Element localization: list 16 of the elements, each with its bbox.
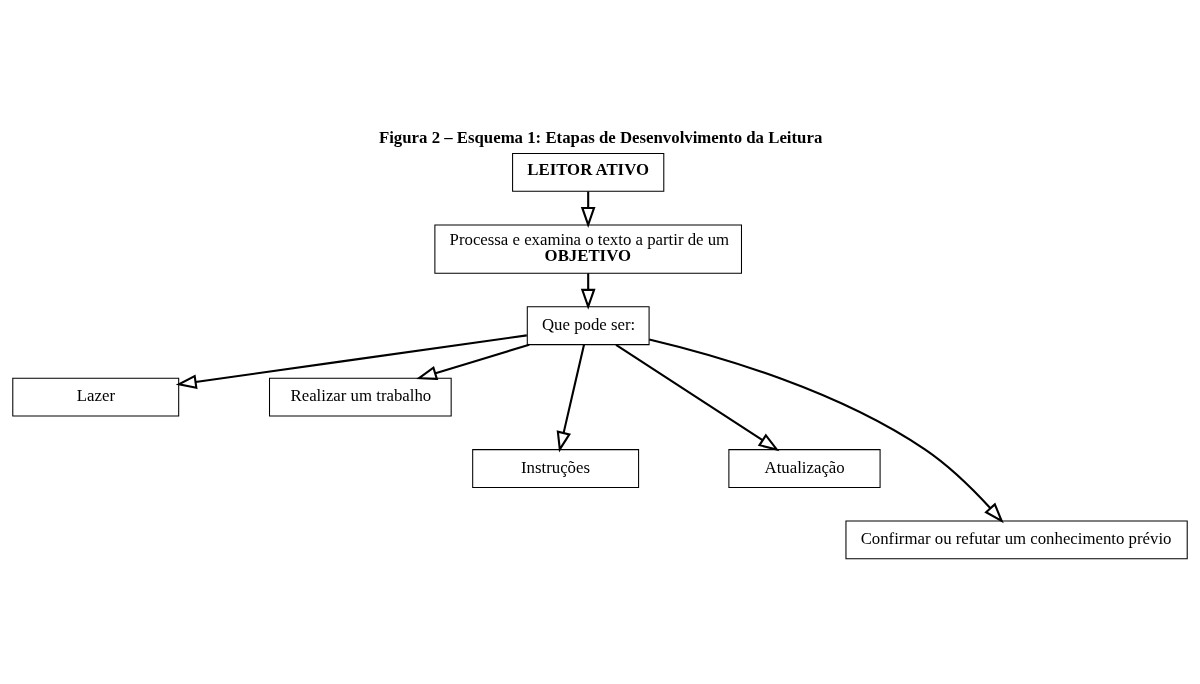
node-box: Atualização: [728, 448, 881, 488]
node-box: Que pode ser:: [526, 305, 650, 345]
arrow: [580, 191, 596, 228]
arrow: [649, 337, 1004, 523]
node-box: Processa e examina o texto a partir de um OBJETIVO: [434, 223, 742, 274]
node-box: Lazer: [12, 377, 180, 417]
node-box: LEITOR ATIVO: [512, 152, 665, 192]
arrow: [175, 333, 527, 389]
node-box: Realizar um trabalho: [269, 377, 452, 417]
diagram-title: Figura 2 – Esquema 1: Etapas de Desenvolvimento da Leitura: [378, 127, 823, 147]
arrow: [556, 344, 586, 452]
arrow: [615, 343, 780, 451]
node-box: Instruções: [472, 448, 640, 488]
node-box: Confirmar ou refutar um conhecimento prévio: [845, 519, 1188, 559]
arrow: [580, 272, 596, 310]
arrow: [416, 343, 530, 380]
